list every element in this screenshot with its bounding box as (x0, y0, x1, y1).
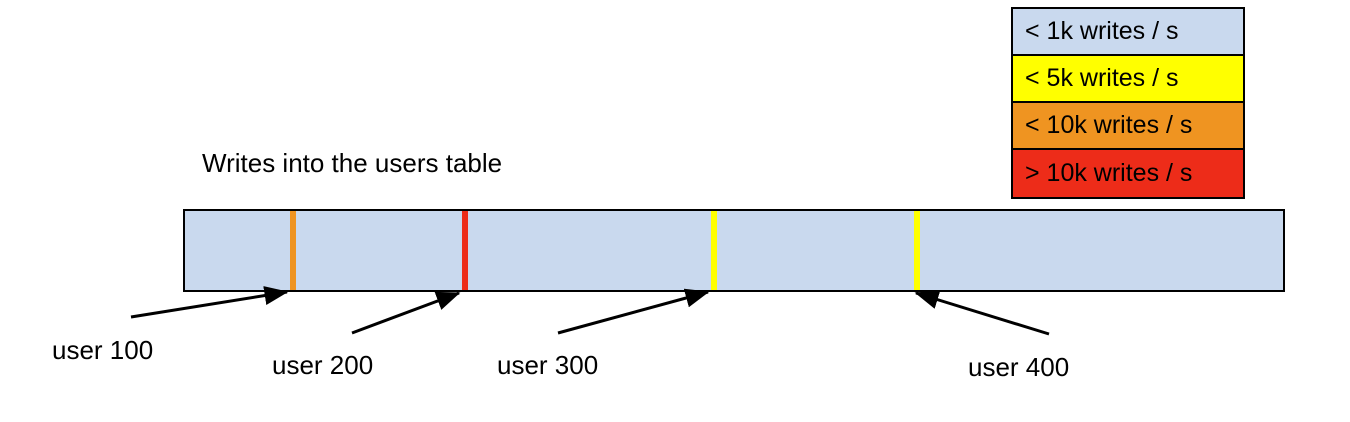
user-400-label: user 400 (968, 352, 1070, 382)
user-300-label: user 300 (497, 350, 599, 380)
user-200-arrow (351, 291, 461, 335)
users-table-bar (183, 209, 1285, 292)
user-200-label: user 200 (272, 350, 374, 380)
legend-item-label: > 10k writes / s (1025, 159, 1193, 187)
user-300-marker (711, 211, 717, 290)
legend-item-under-10k: < 10k writes / s (1013, 103, 1243, 150)
user-400-marker (914, 211, 920, 290)
user-400-arrow (914, 290, 1050, 336)
legend: < 1k writes / s < 5k writes / s < 10k wr… (1011, 7, 1245, 199)
legend-item-label: < 10k writes / s (1025, 111, 1193, 139)
user-100-label: user 100 (52, 335, 154, 365)
user-100-arrow (130, 286, 289, 319)
user-300-arrow (557, 288, 710, 335)
user-200-marker (462, 211, 468, 290)
legend-item-label: < 1k writes / s (1025, 17, 1179, 45)
legend-item-under-1k: < 1k writes / s (1013, 9, 1243, 56)
diagram-caption: Writes into the users table (202, 148, 503, 178)
legend-item-label: < 5k writes / s (1025, 64, 1179, 92)
legend-item-under-5k: < 5k writes / s (1013, 56, 1243, 103)
user-100-marker (290, 211, 296, 290)
legend-item-over-10k: > 10k writes / s (1013, 150, 1243, 197)
